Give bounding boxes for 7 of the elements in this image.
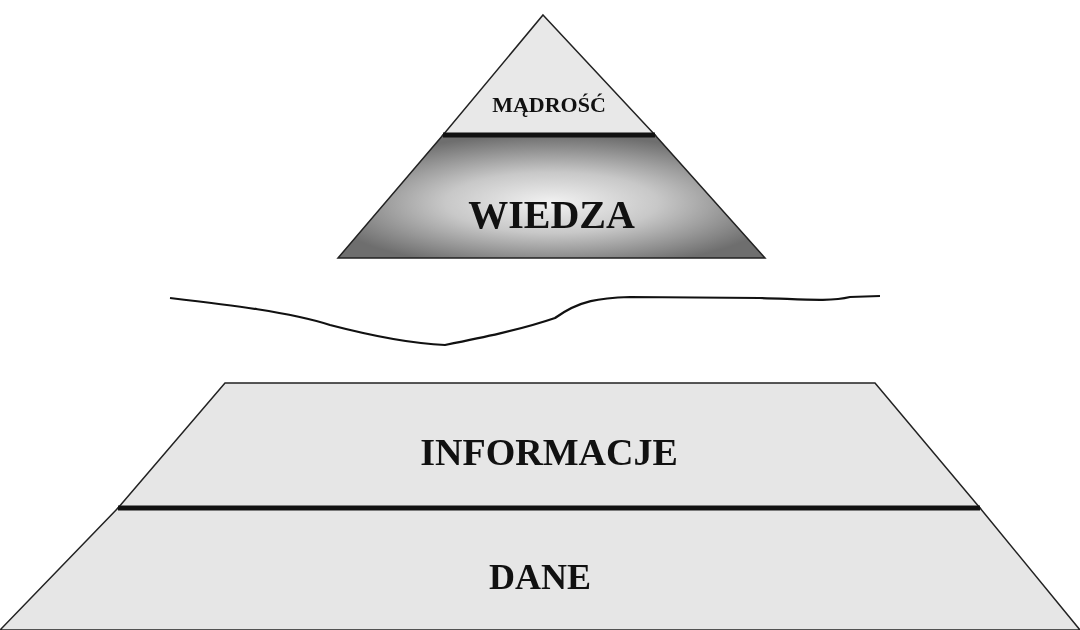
pyramid-tier: [0, 508, 1080, 630]
tier-label: WIEDZA: [468, 193, 635, 237]
tier-label: INFORMACJE: [420, 432, 678, 474]
tier-label: MĄDROŚĆ: [492, 92, 606, 118]
tier-label: DANE: [489, 558, 591, 598]
pyramid-tier: [338, 135, 765, 258]
pyramid-tier: [118, 383, 980, 508]
